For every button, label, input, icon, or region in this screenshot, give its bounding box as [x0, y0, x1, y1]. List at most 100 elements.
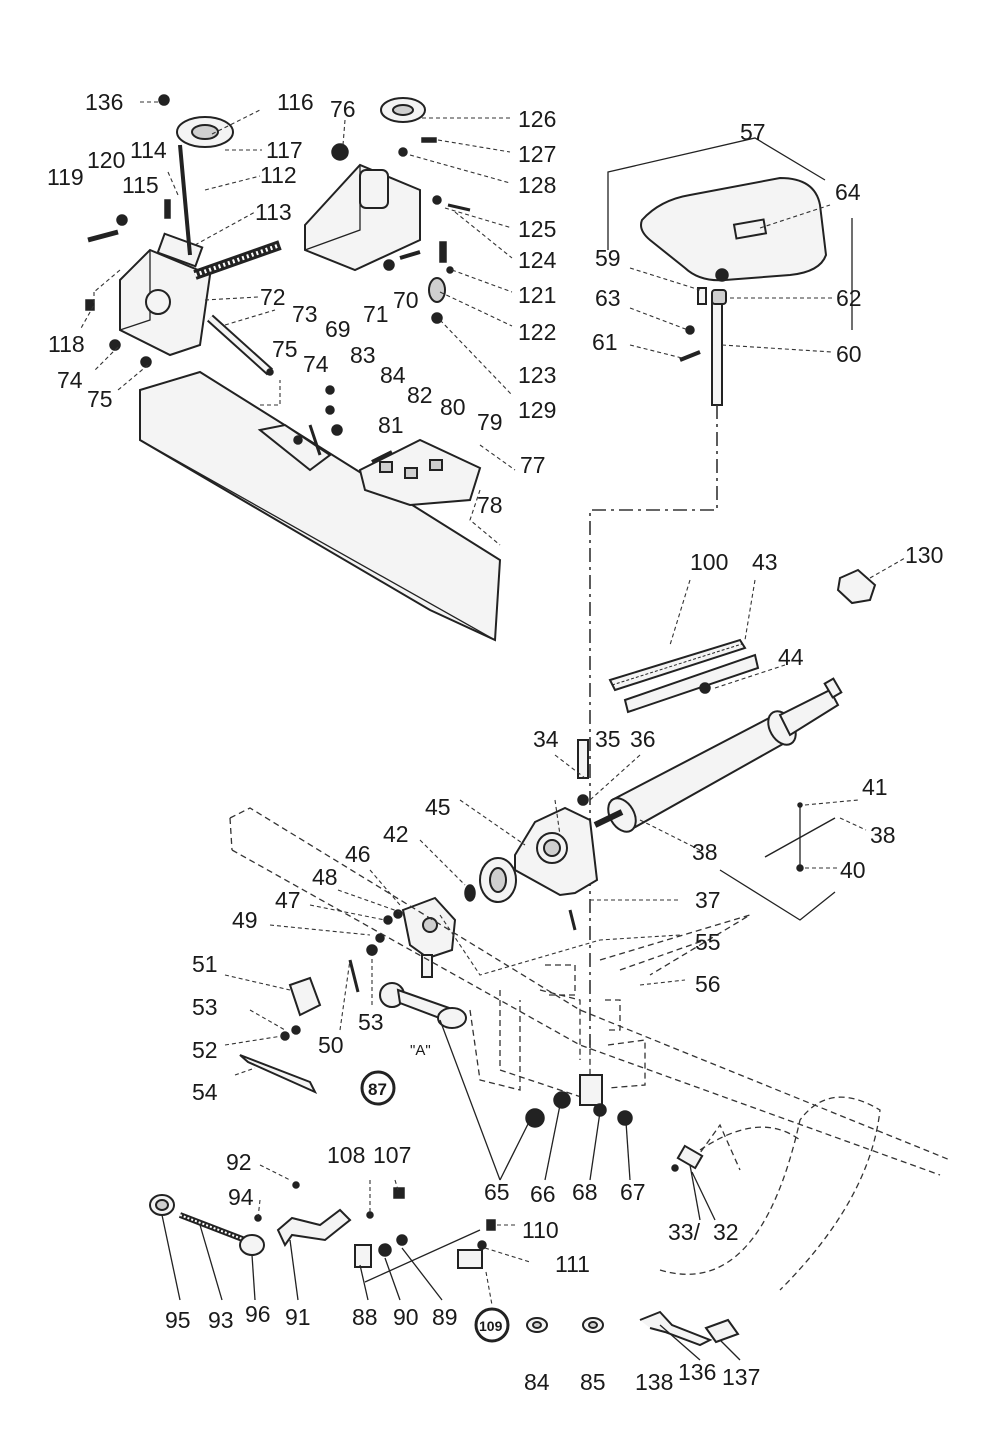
part-label: 114 — [130, 137, 167, 163]
part-label: 112 — [260, 162, 297, 188]
part-label: 107 — [373, 1142, 411, 1168]
part-label: 84 — [380, 362, 406, 388]
part-label: 63 — [595, 285, 621, 311]
part-label: 77 — [520, 452, 546, 478]
part-label: 72 — [260, 284, 286, 310]
part-label: 33/ — [668, 1219, 701, 1245]
plate-137 — [704, 1318, 740, 1344]
part-label: 121 — [518, 282, 556, 308]
part-label: 109 — [479, 1318, 503, 1334]
part-label: 45 — [425, 794, 451, 820]
part-label: 100 — [690, 549, 728, 575]
part-label: 94 — [228, 1184, 254, 1210]
part-label: 122 — [518, 319, 556, 345]
part-label: 44 — [778, 644, 804, 670]
part-label: 52 — [192, 1037, 218, 1063]
part-label: 40 — [840, 857, 866, 883]
part-label: 37 — [695, 887, 721, 913]
part-label: 87 — [368, 1080, 387, 1099]
part-label: 110 — [522, 1217, 559, 1243]
part-label: 79 — [477, 409, 503, 435]
part-label: 119 — [47, 164, 84, 190]
part-label: 49 — [232, 907, 258, 933]
lower-frame-leaders — [224, 754, 716, 1221]
clamp-block — [119, 232, 212, 357]
part-label: 62 — [836, 285, 862, 311]
bearing-42 — [464, 857, 517, 903]
part-label: 41 — [862, 774, 888, 800]
part-label: 54 — [192, 1079, 218, 1105]
part-label: 50 — [318, 1032, 344, 1058]
knob-126 — [380, 97, 426, 123]
part-label: 36 — [630, 726, 656, 752]
part-label: 67 — [620, 1179, 646, 1205]
part-label: 57 — [740, 119, 766, 145]
part-label: 75 — [272, 336, 298, 362]
part-label: 138 — [635, 1369, 673, 1395]
part-label: 64 — [835, 179, 861, 205]
part-label: 92 — [226, 1149, 252, 1175]
part-label: 84 — [524, 1369, 550, 1395]
part-label: 120 — [87, 147, 125, 173]
part-label: 93 — [208, 1307, 234, 1333]
part-label: 81 — [378, 412, 404, 438]
knife-100 — [608, 638, 747, 692]
part-label: 88 — [352, 1304, 378, 1330]
lever-91 — [276, 1208, 352, 1247]
part-label: 38 — [692, 839, 718, 865]
rod-54 — [239, 1054, 318, 1095]
cutterhead-38 — [593, 677, 843, 833]
part-label: 128 — [518, 172, 556, 198]
threaded-rod — [178, 144, 282, 280]
part-label: 46 — [345, 841, 371, 867]
part-label: 116 — [277, 89, 314, 115]
part-label: 113 — [255, 199, 292, 225]
part-label: 126 — [518, 106, 556, 132]
gib-43 — [623, 653, 760, 714]
part-label: 56 — [695, 971, 721, 997]
part-label: 136 — [85, 89, 123, 115]
part-label: 42 — [383, 821, 409, 847]
part-label: 82 — [407, 382, 433, 408]
part-label: 85 — [580, 1369, 606, 1395]
part-label: 111 — [555, 1251, 590, 1277]
collar-96 — [239, 1234, 265, 1256]
clamp-knob-116 — [176, 116, 234, 148]
part-label: 47 — [275, 887, 301, 913]
part-label: 125 — [518, 216, 556, 242]
hardware-47-49-50-53 — [280, 909, 403, 1041]
rod-93 — [178, 1212, 247, 1243]
fence-clamp-plate-77 — [358, 438, 482, 507]
washers-84-85 — [526, 1317, 604, 1333]
guard-post-60 — [679, 268, 729, 406]
wrench-138 — [639, 1310, 713, 1347]
fence-bar — [139, 370, 502, 642]
part-label: 65 — [484, 1179, 510, 1205]
part-label: 74 — [303, 351, 329, 377]
part-label: 91 — [285, 1304, 311, 1330]
knob-95 — [149, 1194, 175, 1216]
part-label: 89 — [432, 1304, 458, 1330]
part-label: 74 — [57, 367, 83, 393]
part-label: 59 — [595, 245, 621, 271]
part-label: 53 — [192, 994, 218, 1020]
part-label: 80 — [440, 394, 466, 420]
bearing-plate-48 — [401, 896, 457, 960]
label-109-circle — [474, 1307, 510, 1343]
part-label: 69 — [325, 316, 351, 342]
part-label: 32 — [713, 1219, 739, 1245]
part-label: 129 — [518, 397, 556, 423]
part-label: 95 — [165, 1307, 191, 1333]
part-label: 60 — [836, 341, 862, 367]
part-label: 73 — [292, 301, 318, 327]
hardware-lower-left — [254, 1181, 496, 1269]
part-label: 118 — [48, 331, 85, 357]
cutterhead-leaders — [639, 579, 867, 921]
part-label: 66 — [530, 1181, 556, 1207]
part-label: 51 — [192, 951, 218, 977]
part-label: 48 — [312, 864, 338, 890]
motor-linkage — [379, 954, 467, 1029]
part-label: 75 — [87, 386, 113, 412]
switch-box-51 — [288, 976, 322, 1017]
